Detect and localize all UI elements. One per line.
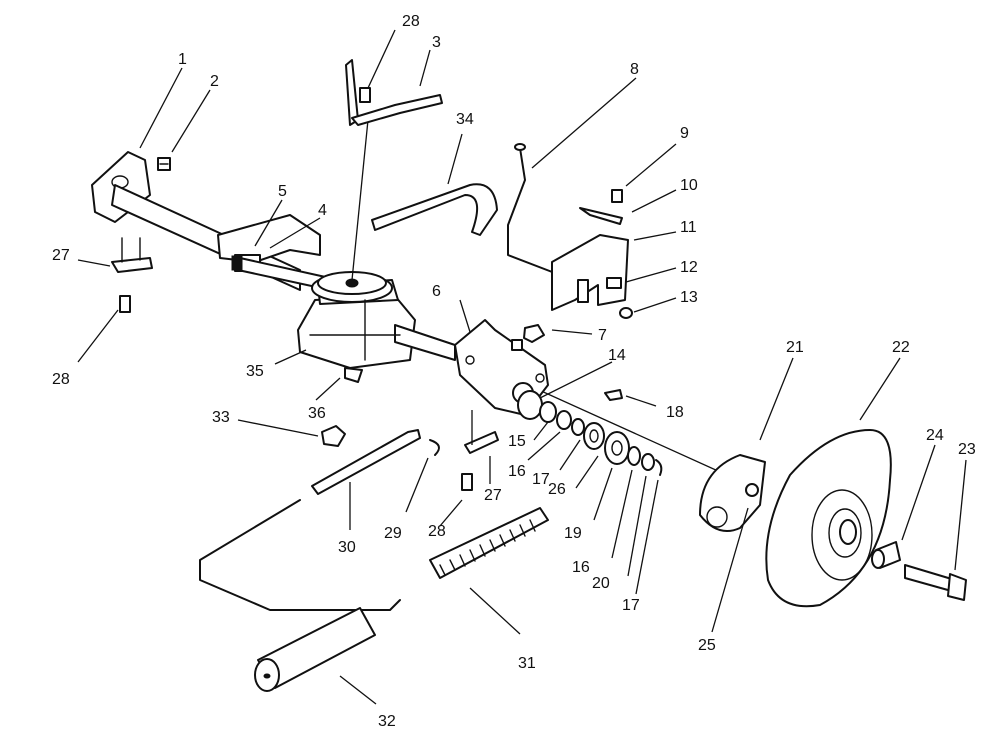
- part-10-clip: [579, 207, 623, 225]
- callout-28c: 28: [428, 523, 446, 540]
- callout-30: 30: [338, 539, 356, 556]
- part-16-washer-b: [627, 446, 641, 466]
- callout-4: 4: [318, 202, 327, 219]
- callout-20: 20: [592, 575, 610, 592]
- callout-1: 1: [178, 51, 187, 68]
- callout-27a: 27: [52, 247, 70, 264]
- callout-8: 8: [630, 61, 639, 78]
- callout-33: 33: [212, 409, 230, 426]
- callout-35: 35: [246, 363, 264, 380]
- part-26-gear: [583, 422, 605, 450]
- callout-28b: 28: [52, 371, 70, 388]
- part-7-nut: [511, 324, 545, 351]
- part-20-spacer: [641, 453, 655, 471]
- part-8-rod: [507, 143, 561, 276]
- callout-2: 2: [210, 73, 219, 90]
- callout-11: 11: [680, 219, 697, 236]
- callout-23: 23: [958, 441, 976, 458]
- callout-16a: 16: [508, 463, 526, 480]
- part-28-bolt-a: [119, 295, 131, 313]
- part-18-key: [604, 389, 623, 401]
- part-17-ring-a: [571, 418, 585, 436]
- control-wire: [199, 499, 401, 611]
- callout-36: 36: [308, 405, 326, 422]
- callout-26: 26: [548, 481, 566, 498]
- part-15-washer: [539, 401, 557, 423]
- part-23-bolt: [904, 564, 967, 601]
- callout-17a: 17: [532, 471, 550, 488]
- callout-19: 19: [564, 525, 582, 542]
- part-2-fitting: [157, 157, 171, 171]
- callout-34: 34: [456, 111, 474, 128]
- part-32-grip: [254, 607, 376, 692]
- callouts: 1 2 3 4 5 6 7 8 9 10 11 12 13 14 15 16 1…: [52, 13, 976, 730]
- callout-17b: 17: [622, 597, 640, 614]
- part-31-spring: [429, 507, 549, 579]
- part-24-bushing: [871, 541, 901, 569]
- part-22-wheel: [765, 429, 892, 608]
- callout-16b: 16: [572, 559, 590, 576]
- callout-7: 7: [598, 327, 607, 344]
- callout-27b: 27: [484, 487, 502, 504]
- callout-13: 13: [680, 289, 698, 306]
- callout-21: 21: [786, 339, 804, 356]
- callout-25: 25: [698, 637, 716, 654]
- part-27-bracket-a: [111, 237, 153, 273]
- part-21-cover: [699, 454, 766, 532]
- part-29-clip: [429, 439, 440, 456]
- callout-6: 6: [432, 283, 441, 300]
- callout-28a: 28: [402, 13, 420, 30]
- part-30-rod: [311, 429, 421, 495]
- part-28-bolt-c: [461, 473, 473, 491]
- part-35-transmission: [297, 271, 456, 383]
- callout-18: 18: [666, 404, 684, 421]
- callout-29: 29: [384, 525, 402, 542]
- part-34-belt: [371, 183, 498, 236]
- callout-15: 15: [508, 433, 526, 450]
- leader-lines: [77, 29, 967, 705]
- part-9-screw: [611, 189, 623, 203]
- callout-12: 12: [680, 259, 698, 276]
- part-17-ring-b: [655, 459, 663, 476]
- callout-9: 9: [680, 125, 689, 142]
- part-3-lever: [345, 59, 443, 126]
- callout-32: 32: [378, 713, 396, 730]
- callout-14: 14: [608, 347, 626, 364]
- part-13-nut: [619, 307, 633, 319]
- part-33-fitting: [321, 425, 346, 447]
- part-19-gear: [604, 431, 630, 465]
- callout-3: 3: [432, 34, 441, 51]
- part-14-bushing: [517, 390, 543, 420]
- callout-5: 5: [278, 183, 287, 200]
- callout-10: 10: [680, 177, 698, 194]
- part-12-bolt: [606, 277, 622, 289]
- callout-22: 22: [892, 339, 910, 356]
- callout-31: 31: [518, 655, 536, 672]
- part-11-bracket: [551, 234, 629, 311]
- part-27-bracket-b: [464, 410, 499, 454]
- part-16-washer-a: [556, 410, 572, 430]
- callout-24: 24: [926, 427, 944, 444]
